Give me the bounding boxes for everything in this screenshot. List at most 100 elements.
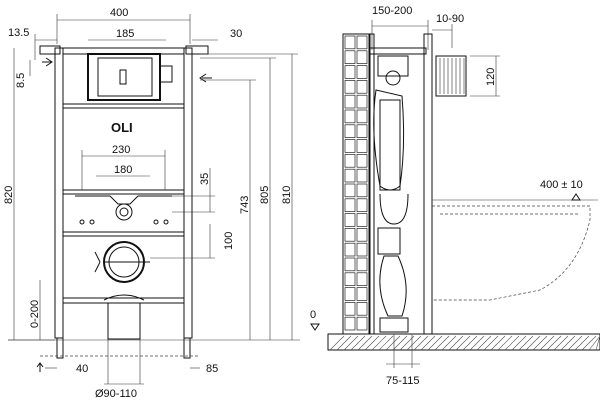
floor-hatch-line <box>385 335 401 351</box>
floor-hatch-line <box>364 335 380 351</box>
front-view: 400 185 13.5 30 8.5 OL <box>3 7 300 400</box>
floor-hatch-line <box>413 335 429 351</box>
dim-pipe-height-2: 805 <box>259 186 271 204</box>
dim-foot-right: 85 <box>206 363 218 375</box>
wall-tile <box>356 109 368 124</box>
side-view: 150-200 10-90 120 <box>310 5 600 387</box>
floor-hatch-line <box>441 335 457 351</box>
brand-logo: OLI <box>111 120 133 135</box>
wall-tile <box>356 168 368 183</box>
floor-hatch-line <box>336 335 352 351</box>
dim-drain-diameter: Ø90-110 <box>95 388 137 400</box>
floor-hatch-line <box>588 335 600 351</box>
floor-hatch-line <box>553 335 569 351</box>
dim-right-offset: 30 <box>230 28 242 40</box>
wall-tile <box>344 65 356 79</box>
floor-hatch-line <box>525 335 541 351</box>
wall-tile <box>344 154 356 168</box>
tiled-wall <box>342 33 370 335</box>
wall-tile <box>344 139 356 153</box>
wall-tile <box>344 257 356 272</box>
floor-hatch-line <box>371 335 387 351</box>
floor-hatch-line <box>343 335 359 351</box>
dim-top-drop: 8.5 <box>15 73 27 88</box>
wall-tile <box>344 109 356 124</box>
wall-tile <box>344 272 356 286</box>
floor-hatch-line <box>595 335 600 351</box>
dim-total-height: 820 <box>3 186 15 204</box>
floor-hatch-line <box>462 335 478 351</box>
floor-hatch-line <box>476 335 492 351</box>
wall-tile <box>356 316 368 331</box>
floor-hatch-line <box>518 335 534 351</box>
wall-tile <box>356 124 368 138</box>
wall-tile <box>356 272 368 286</box>
wall-tile <box>344 213 356 227</box>
wall-tile <box>344 242 356 257</box>
wall-tile <box>344 124 356 138</box>
floor-hatch-line <box>532 335 548 351</box>
wall-tile <box>344 228 356 242</box>
floor-hatch-line <box>378 335 394 351</box>
dim-bowl-distance: 400 ± 10 <box>540 179 583 191</box>
dim-bracket-drop: 35 <box>199 173 211 185</box>
wall-tile <box>356 257 368 272</box>
floor-hatch-line <box>350 335 366 351</box>
wall-tile <box>356 50 368 64</box>
wall-tile <box>344 198 356 212</box>
floor-hatch-line <box>511 335 527 351</box>
wall-tile <box>344 80 356 94</box>
floor-hatch-line <box>469 335 485 351</box>
floor-hatch-line <box>434 335 450 351</box>
floor-hatch-line <box>406 335 422 351</box>
wall-tile <box>344 94 356 109</box>
dim-frame-width: 400 <box>110 7 128 19</box>
floor-hatch-line <box>392 335 408 351</box>
floor-hatch-line <box>427 335 443 351</box>
dim-floor-level: 0 <box>310 309 316 321</box>
floor-hatch-line <box>455 335 471 351</box>
floor-hatch-line <box>483 335 499 351</box>
wall-tile <box>356 198 368 212</box>
wall-tile <box>344 302 356 316</box>
wall-tile <box>356 35 368 50</box>
floor-hatch-line <box>448 335 464 351</box>
wall-tile <box>356 228 368 242</box>
wall-tile <box>344 183 356 198</box>
wall-tile <box>356 183 368 198</box>
dim-pipe-height-1: 743 <box>239 196 251 214</box>
dim-pipe-height-3: 810 <box>281 186 293 204</box>
floor-hatch-line <box>539 335 555 351</box>
floor-hatch-line <box>574 335 590 351</box>
dim-left-offset: 13.5 <box>8 27 29 39</box>
dim-foot-left: 40 <box>76 363 88 375</box>
wall-tile <box>356 139 368 153</box>
wall-tile <box>356 65 368 79</box>
wall-tile <box>344 287 356 301</box>
floor-hatch-line <box>329 335 345 351</box>
floor-hatch-line <box>399 335 415 351</box>
floor-hatch-line <box>490 335 506 351</box>
floor-hatch-line <box>546 335 562 351</box>
floor-hatch-line <box>357 335 373 351</box>
floor-hatch-line <box>420 335 436 351</box>
dim-depth-range: 150-200 <box>372 5 412 17</box>
dim-plate-width: 185 <box>116 28 134 40</box>
floor-hatch-line <box>567 335 583 351</box>
wall-tile <box>344 35 356 50</box>
dim-plate-offset: 10-90 <box>436 13 464 25</box>
wall-tile <box>344 316 356 331</box>
floor-hatch-line <box>560 335 576 351</box>
dim-outlet-range: 75-115 <box>386 375 419 387</box>
dim-leg-range: 0-200 <box>29 300 41 328</box>
floor-hatch-line <box>497 335 513 351</box>
wall-tile <box>356 242 368 257</box>
wall-tile <box>356 302 368 316</box>
wall-tile <box>344 50 356 64</box>
wall-tile <box>356 287 368 301</box>
floor-slab <box>327 333 600 351</box>
dim-plate-height: 120 <box>485 68 497 86</box>
floor-hatch-line <box>504 335 520 351</box>
